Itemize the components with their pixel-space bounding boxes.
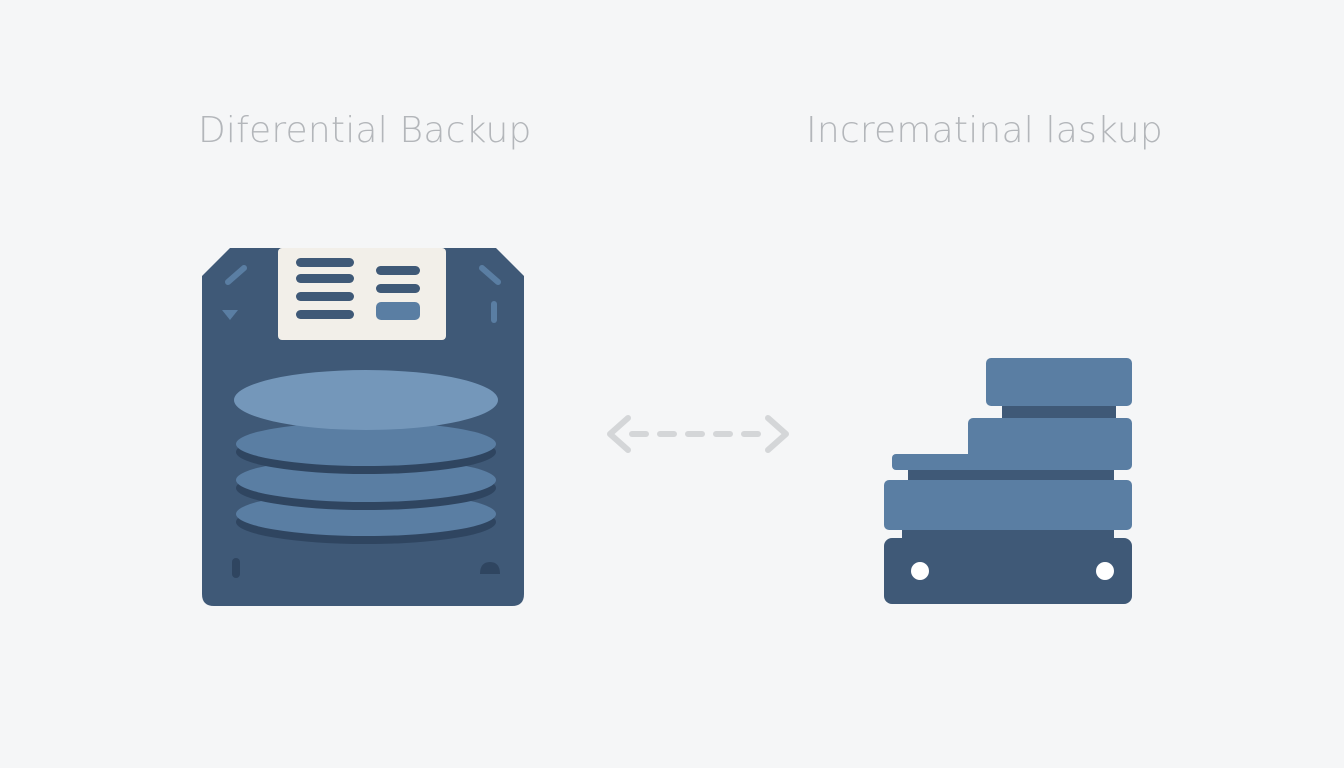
- floppy-label-line-4: [296, 310, 354, 319]
- stacked-blocks-svg: [884, 358, 1132, 604]
- incremental-backup-title: Incrematinal laskup: [806, 110, 1163, 151]
- disk-layer-1: [234, 370, 498, 430]
- block-second-ledge: [892, 454, 982, 470]
- floppy-disk-icon: [196, 240, 532, 616]
- dashed-double-arrow-icon: [600, 406, 796, 462]
- drive-base: [884, 538, 1132, 604]
- block-top: [986, 358, 1132, 406]
- floppy-label-line-5: [376, 266, 420, 275]
- block-third: [884, 480, 1132, 530]
- stacked-blocks-icon: [880, 352, 1136, 612]
- floppy-corner-mark-left: [225, 265, 247, 285]
- dashed-double-arrow-svg: [607, 415, 789, 453]
- floppy-bottom-slot: [232, 558, 240, 578]
- disk-layer-2: [236, 422, 496, 466]
- floppy-label-line-1: [296, 258, 354, 267]
- drive-led-left: [911, 562, 929, 580]
- drive-led-right: [1096, 562, 1114, 580]
- floppy-notch-left: [222, 310, 238, 320]
- floppy-disk-svg: [202, 248, 524, 606]
- differential-backup-title: Diferential Backup: [198, 110, 532, 151]
- block-second: [968, 418, 1132, 470]
- floppy-label-line-3: [296, 292, 354, 301]
- floppy-label-line-6: [376, 284, 420, 293]
- arrow-head-right: [765, 415, 789, 453]
- floppy-label-line-2: [296, 274, 354, 283]
- floppy-label-block: [376, 302, 420, 320]
- floppy-corner-mark-right: [479, 265, 501, 285]
- floppy-bottom-notch: [480, 562, 500, 574]
- arrow-head-left: [607, 415, 631, 453]
